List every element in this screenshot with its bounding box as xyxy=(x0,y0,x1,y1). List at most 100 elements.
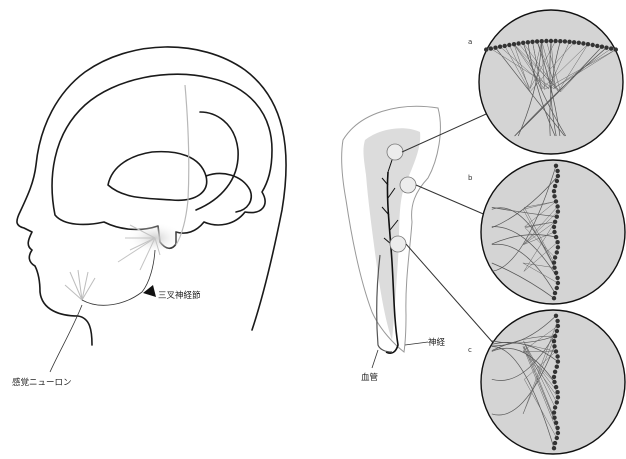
panel-label-c: c xyxy=(468,346,472,354)
nerve-terminal-bead xyxy=(540,39,544,43)
nerve-terminal-bead xyxy=(554,385,558,389)
nerve-terminal-bead xyxy=(555,169,559,173)
nerve-terminal-bead xyxy=(489,46,493,50)
nerve-terminal-bead xyxy=(604,46,608,50)
nerve-terminal-bead xyxy=(563,39,567,43)
nerve-terminal-bead xyxy=(552,344,556,348)
ganglion-arrow-icon xyxy=(143,285,156,297)
nerve-terminal-bead xyxy=(555,286,559,290)
connector-b xyxy=(416,185,488,216)
nerve-terminal-bead xyxy=(614,47,618,51)
label-sensory-neuron: 感覚ニューロン xyxy=(12,377,72,388)
nerve-terminal-bead xyxy=(530,40,534,44)
nerve-terminal-bead xyxy=(493,46,497,50)
magnified-circle-a xyxy=(479,10,623,154)
nerve-terminal-bead xyxy=(581,41,585,45)
nerve-terminal-bead xyxy=(553,441,557,445)
nerve-terminal-bead xyxy=(552,189,556,193)
nerve-terminal-bead xyxy=(552,375,556,379)
magnified-circle-c xyxy=(481,310,625,454)
nerve-terminal-bead xyxy=(552,416,556,420)
nerve-terminal-bead xyxy=(554,199,558,203)
nerve-terminal-bead xyxy=(552,339,556,343)
nerve-terminal-bead xyxy=(553,405,557,409)
nerve-terminal-bead xyxy=(544,39,548,43)
brain-outline xyxy=(52,74,272,248)
nerve-terminal-bead xyxy=(555,204,559,208)
nerve-terminal-bead xyxy=(556,245,560,249)
nerve-terminal-bead xyxy=(555,240,559,244)
nerve-terminal-bead xyxy=(516,41,520,45)
nerve-terminal-bead xyxy=(555,329,559,333)
nerve-terminal-bead xyxy=(555,215,559,219)
nerve-terminal-bead xyxy=(552,410,556,414)
facial-sensory-fibres xyxy=(65,270,95,300)
nerve-terminal-bead xyxy=(555,319,559,323)
nerve-terminal-bead xyxy=(567,40,571,44)
panel-label-a: a xyxy=(468,38,472,46)
nerve-terminal-bead xyxy=(552,446,556,450)
nerve-terminal-bead xyxy=(555,354,559,358)
magnified-circle-b xyxy=(481,160,625,304)
blood-vessel-leader xyxy=(372,350,378,368)
nerve-terminal-bead xyxy=(600,45,604,49)
nerve-terminal-bead xyxy=(498,45,502,49)
nerve-terminal-bead xyxy=(554,314,558,318)
nerve-terminal-bead xyxy=(552,260,556,264)
nerve-terminal-bead xyxy=(595,44,599,48)
nerve-terminal-bead xyxy=(553,39,557,43)
nerve-terminal-bead xyxy=(484,47,488,51)
nerve-terminal-bead xyxy=(555,179,559,183)
nerve-terminal-bead xyxy=(535,39,539,43)
nerve-terminal-bead xyxy=(552,225,556,229)
head-outline xyxy=(17,47,286,345)
brain-midline-fibre xyxy=(176,85,189,245)
nerve-terminal-bead xyxy=(556,209,560,213)
detail-spot-b xyxy=(400,177,416,193)
connector-c xyxy=(406,244,495,345)
nerve-terminal-bead xyxy=(609,46,613,50)
nerve-terminal-bead xyxy=(555,365,559,369)
nerve-terminal-bead xyxy=(556,359,560,363)
nerve-terminal-bead xyxy=(554,235,558,239)
nerve-terminal-bead xyxy=(556,174,560,178)
nerve-terminal-bead xyxy=(556,395,560,399)
nerve-terminal-bead xyxy=(526,40,530,44)
nerve-terminal-bead xyxy=(586,42,590,46)
brain-fold-temporal xyxy=(108,152,207,201)
nerve-terminal-bead xyxy=(591,43,595,47)
nerve-terminal-bead xyxy=(554,349,558,353)
detail-spot-a xyxy=(387,144,403,160)
skin-section xyxy=(342,106,495,353)
nerve-terminal-bead xyxy=(555,276,559,280)
label-blood-vessel: 血管 xyxy=(361,372,378,383)
nerve-terminal-bead xyxy=(555,390,559,394)
nerve-terminal-bead xyxy=(554,421,558,425)
nerve-terminal-bead xyxy=(512,42,516,46)
nerve-terminal-bead xyxy=(552,266,556,270)
nerve-terminal-bead xyxy=(553,220,557,224)
nerve-terminal-bead xyxy=(521,41,525,45)
detail-spot-c xyxy=(390,236,406,252)
nerve-leader xyxy=(405,342,428,345)
nerve-terminal-bead xyxy=(554,164,558,168)
nerve-terminal-bead xyxy=(552,296,556,300)
label-trigeminal-ganglion: 三叉神経節 xyxy=(158,290,201,301)
nerve-terminal-bead xyxy=(507,43,511,47)
nerve-terminal-bead xyxy=(552,230,556,234)
nerve-terminal-bead xyxy=(553,255,557,259)
nerve-terminal-bead xyxy=(555,426,559,430)
brain-fold-cerebellum xyxy=(206,174,251,212)
nerve-terminal-bead xyxy=(552,194,556,198)
nerve-terminal-bead xyxy=(555,250,559,254)
nerve-terminal-bead xyxy=(577,41,581,45)
nerve-terminal-bead xyxy=(554,271,558,275)
nerve-terminal-bead xyxy=(558,39,562,43)
nerve-terminal-bead xyxy=(572,40,576,44)
brain-fold-upper xyxy=(196,112,238,210)
nerve-terminal-bead xyxy=(553,334,557,338)
nerve-terminal-bead xyxy=(556,324,560,328)
label-nerve: 神経 xyxy=(428,337,446,348)
nerve-terminal-bead xyxy=(549,39,553,43)
